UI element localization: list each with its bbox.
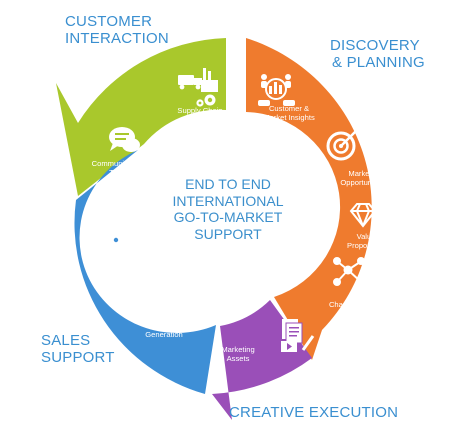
item-label-line: Lead: [155, 321, 173, 330]
item-label-line: Proposition: [347, 241, 385, 250]
phase-label-line: INTERACTION: [65, 30, 169, 47]
factory-truck-gears-icon: [178, 68, 218, 107]
target-icon: [326, 127, 360, 161]
item-label-line: Opportunity: [340, 178, 380, 187]
phase-label-line: CUSTOMER: [65, 13, 153, 30]
phase-label-discovery-planning: DISCOVERY & PLANNING: [330, 37, 425, 71]
center-title-line: GO-TO-MARKET: [173, 209, 283, 225]
user-badge-icon: [95, 216, 122, 246]
center-title-line: END TO END: [185, 176, 271, 192]
item-label-line: Market Insights: [263, 113, 315, 122]
phase-label-line: & PLANNING: [332, 54, 425, 71]
phase-label-creative-execution: CREATIVE EXECUTION: [229, 404, 398, 421]
diamond-icon: [349, 203, 377, 228]
item-lead-generation: Lead Generation: [145, 321, 183, 339]
item-label-line: Tools: [109, 168, 127, 177]
center-title-line: SUPPORT: [194, 225, 262, 242]
item-label-line: Generation: [145, 330, 183, 339]
item-label-line: Communication: [91, 159, 145, 168]
phase-label-line: CREATIVE EXECUTION: [229, 404, 399, 421]
item-label-line: & Trade: [186, 115, 214, 124]
chat-bubbles-icon: [109, 127, 140, 152]
item-value-proposition: Value Proposition: [347, 232, 385, 250]
item-label-line: Customer: [100, 258, 134, 267]
phase-label-customer-interaction: CUSTOMER INTERACTION: [65, 13, 169, 47]
item-market-opportunity: Market Opportunity: [340, 169, 379, 187]
item-communication-tools: Communication Tools: [92, 159, 145, 177]
item-customer-market-insights: Customer & Market Insights: [263, 104, 315, 122]
item-label-line: Assets: [226, 354, 250, 363]
item-channels: Channels: [329, 300, 361, 309]
phase-label-line: SALES: [41, 332, 91, 349]
phase-label-sales-support: SALES SUPPORT: [41, 332, 115, 366]
bar-chart-people-icon: [258, 74, 295, 106]
item-label-line: Market: [348, 169, 372, 178]
item-label-line: Value: [356, 232, 376, 241]
item-label-line: Acquisition: [98, 267, 136, 276]
item-label-line: Channels: [328, 300, 362, 309]
item-label-line: Marketing: [221, 345, 255, 354]
segment-sales-support: [74, 150, 216, 394]
phase-label-line: SUPPORT: [41, 349, 115, 366]
handshake-icon: [112, 292, 149, 311]
phase-label-line: DISCOVERY: [330, 37, 420, 54]
network-icon: [333, 257, 365, 286]
item-label-line: Customer &: [268, 104, 310, 113]
center-title-line: INTERNATIONAL: [172, 192, 284, 209]
item-supply-chain: Supply Chain & Trade: [177, 106, 222, 124]
documents-video-icon: [281, 319, 315, 352]
center-title: END TO END INTERNATIONAL GO-TO-MARKET SU…: [130, 176, 326, 242]
item-marketing-assets: Marketing Assets: [221, 345, 254, 363]
item-label-line: Supply Chain: [177, 106, 223, 115]
item-customer-acquisition: Customer Acquisition: [99, 258, 136, 276]
